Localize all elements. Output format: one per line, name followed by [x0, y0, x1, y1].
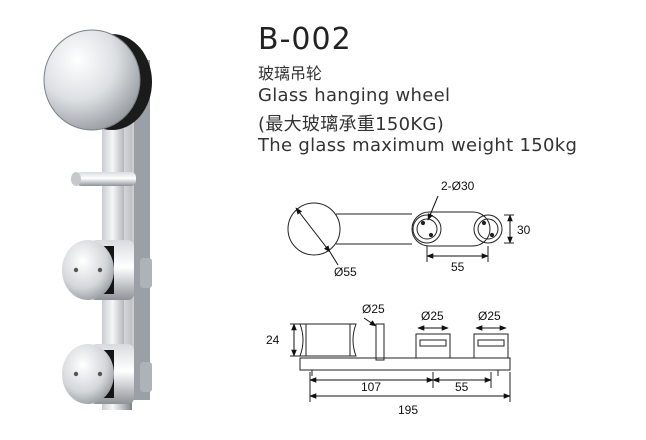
- load-capacity-cn: (最大玻璃承重150KG): [258, 114, 445, 135]
- load-capacity-en: The glass maximum weight 150kg: [258, 135, 578, 156]
- roller-wheel: [43, 29, 152, 131]
- top-hole-height: 30: [517, 223, 531, 237]
- hole-right: [473, 214, 503, 244]
- side-view: [290, 317, 511, 402]
- side-roller-dia: Ø25: [362, 302, 385, 316]
- roller-profile: [299, 323, 357, 357]
- glass-clamp-upper: [62, 240, 152, 300]
- top-holes-label: 2-Ø30: [441, 179, 475, 193]
- product-name-cn: 玻璃吊轮: [258, 64, 323, 83]
- side-offset: 107: [361, 380, 381, 394]
- top-view: [287, 195, 514, 266]
- side-total-length: 195: [398, 403, 418, 417]
- side-clamp-a-dia: Ø25: [421, 309, 444, 323]
- top-wheel-dia: Ø55: [334, 265, 357, 279]
- side-height: 24: [266, 333, 280, 347]
- base-plate: [299, 357, 511, 371]
- glass-clamp-lower: [62, 344, 152, 404]
- hole-left: [412, 214, 442, 244]
- model-number: B-002: [258, 22, 352, 57]
- product-name-en: Glass hanging wheel: [258, 85, 451, 106]
- wheel-circle: [287, 202, 341, 256]
- side-clamp-b-dia: Ø25: [478, 309, 501, 323]
- side-spacing: 55: [455, 380, 469, 394]
- top-hole-spacing: 55: [451, 260, 465, 274]
- stop-pin: [71, 172, 136, 186]
